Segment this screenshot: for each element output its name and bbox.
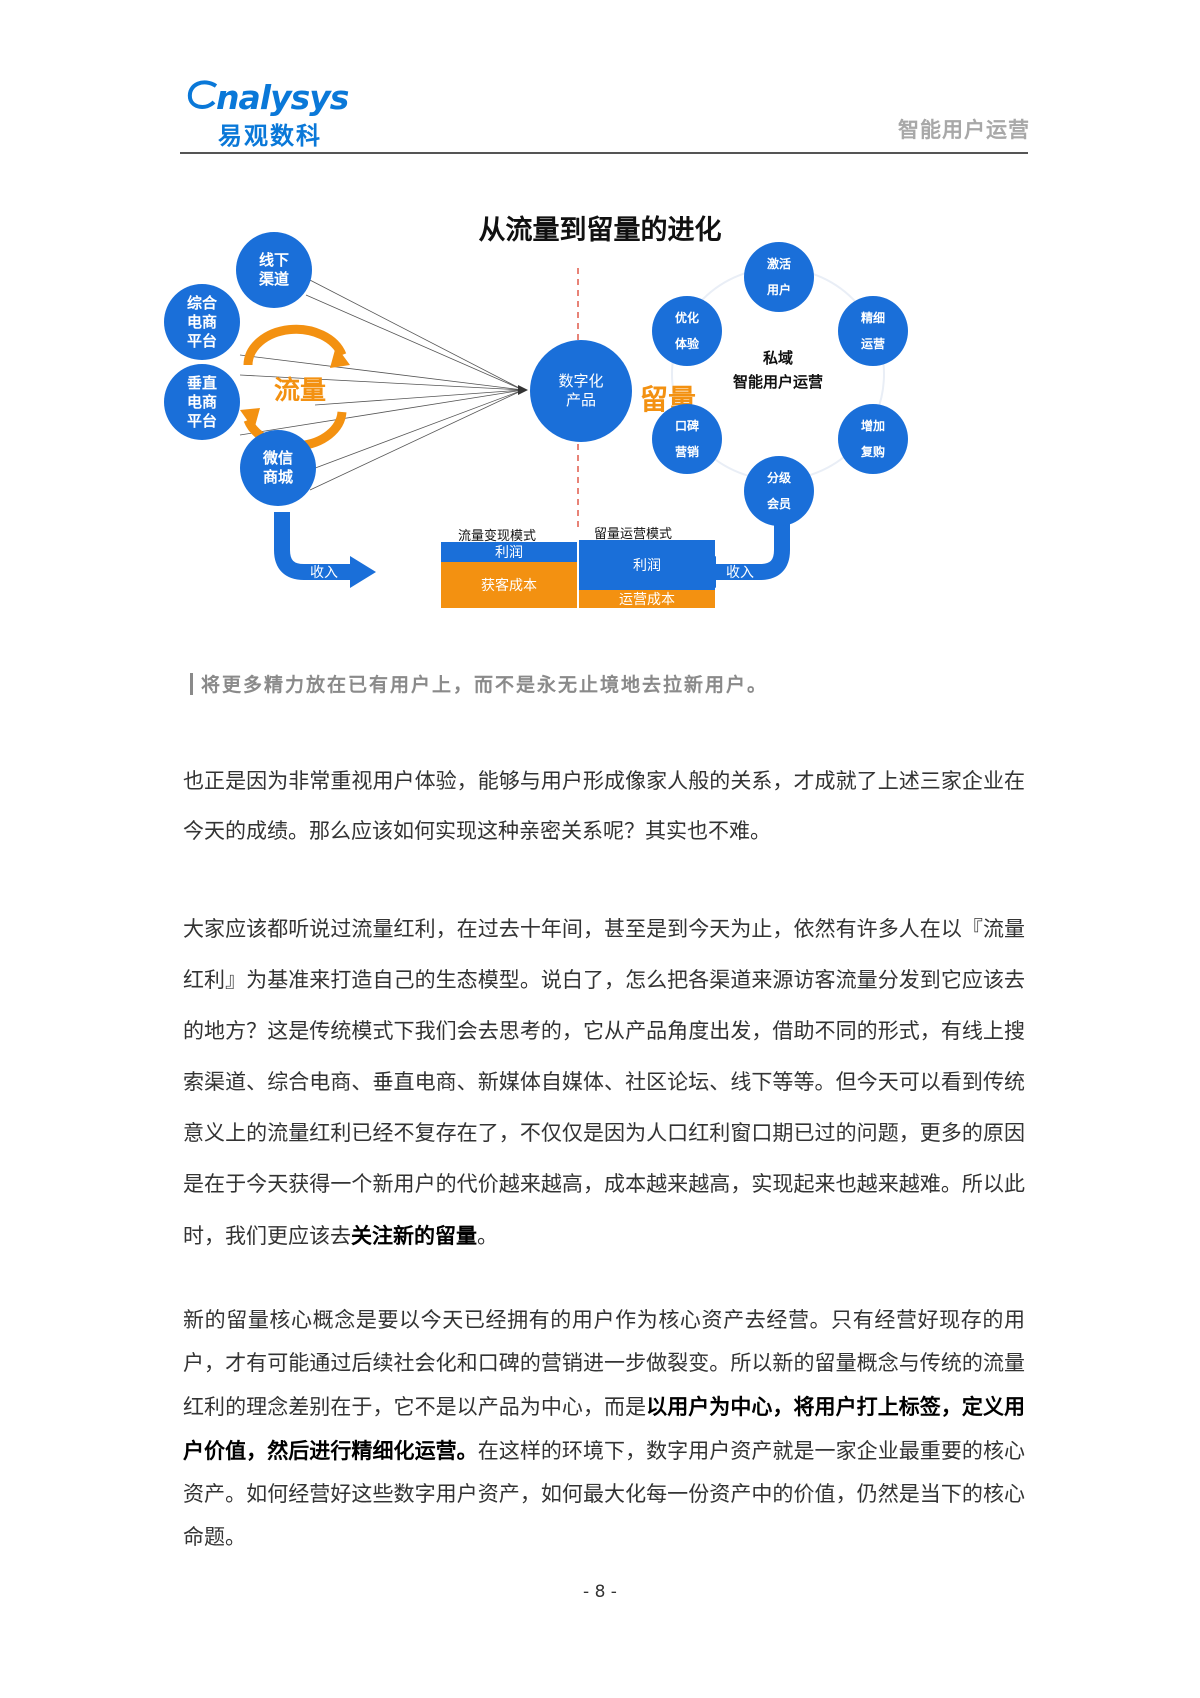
logo-text-cn: 易观数科 <box>218 122 322 150</box>
pull-quote: 将更多精力放在已有用户上，而不是永无止境地去拉新用户。 <box>190 670 768 697</box>
diagram-title: 从流量到留量的进化 <box>478 215 722 246</box>
retention-mode-profit: 利润 <box>579 540 715 590</box>
ring-fine-operation: 精细 运营 <box>838 296 908 366</box>
income-label-right: 收入 <box>726 565 754 581</box>
channel-offline: 线下 渠道 <box>236 232 312 308</box>
page-number: - 8 - <box>583 1582 617 1602</box>
paragraph-2: 大家应该都听说过流量红利，在过去十年间，甚至是到今天为止，依然有许多人在以『流量… <box>183 904 1025 1262</box>
traffic-mode-profit: 利润 <box>441 542 577 562</box>
private-domain-label: 私域 智能用户运营 <box>732 349 823 391</box>
company-logo: nalysys 易观数科 <box>187 70 350 150</box>
ring-word-of-mouth: 口碑 营销 <box>652 404 722 474</box>
ring-optimize-experience: 优化 体验 <box>652 296 722 366</box>
ring-member-tiers: 分级 会员 <box>744 456 814 526</box>
paragraph-3-text: 新的留量核心概念是要以今天已经拥有的用户作为核心资产去经营。只有经营好现存的用户… <box>183 1308 1025 1419</box>
quote-marker <box>190 673 193 695</box>
paragraph-3-emphasis: 以用户为中心，将用户打上标签，定义用户价值，然后进行精细化运营。 <box>183 1394 1026 1463</box>
traffic-mode-title: 流量变现模式 <box>458 529 537 544</box>
paragraph-2-emphasis: 关注新的留量 <box>351 1223 477 1248</box>
paragraph-2-end: 。 <box>477 1224 498 1248</box>
section-title: 智能用户运营 <box>898 118 1030 142</box>
channel-wechat-mall: 微信 商城 <box>240 430 316 506</box>
ring-repurchase: 增加 复购 <box>838 404 908 474</box>
digital-product-circle: 数字化 产品 <box>530 340 632 442</box>
traffic-label: 流量 <box>274 376 327 406</box>
quote-text: 将更多精力放在已有用户上，而不是永无止境地去拉新用户。 <box>201 674 769 696</box>
income-label-left: 收入 <box>310 565 338 581</box>
paragraph-3: 新的留量核心概念是要以今天已经拥有的用户作为核心资产去经营。只有经营好现存的用户… <box>183 1299 1025 1559</box>
traffic-mode-cost: 获客成本 <box>441 562 577 608</box>
paragraph-1: 也正是因为非常重视用户体验，能够与用户形成像家人般的关系，才成就了上述三家企业在… <box>183 769 1025 843</box>
retention-mode-title: 留量运营模式 <box>594 527 673 542</box>
channel-vertical-ecommerce: 垂直 电商 平台 <box>164 364 240 440</box>
logo-swoosh-icon <box>187 80 218 109</box>
header-divider <box>180 152 1028 154</box>
retention-mode-cost: 运营成本 <box>579 590 715 608</box>
traffic-to-retention-diagram: 从流量到留量的进化 线下 渠道 综合 电商 平台 垂直 电商 平 <box>164 200 1030 650</box>
paragraph-2-text: 大家应该都听说过流量红利，在过去十年间，甚至是到今天为止，依然有许多人在以『流量… <box>183 917 1025 1248</box>
logo-text-en: nalysys <box>216 78 349 117</box>
paragraph-3-text-end: 在这样的环境下，数字用户资产就是一家企业最重要的核心资产。如何经营好这些数字用户… <box>183 1439 1025 1549</box>
ring-activate-users: 激活 用户 <box>744 242 814 312</box>
channel-general-ecommerce: 综合 电商 平台 <box>164 284 240 360</box>
